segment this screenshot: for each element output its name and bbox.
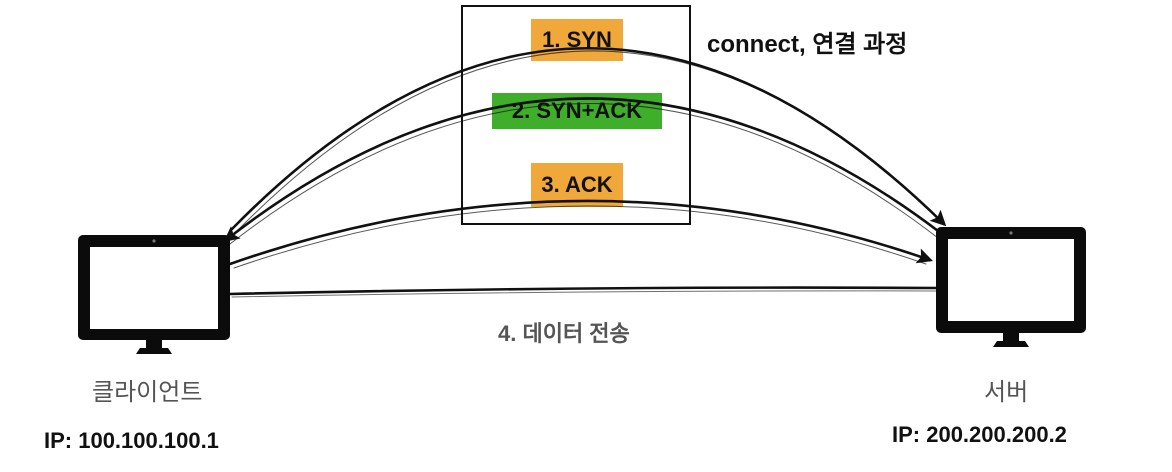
ack-label-bg — [531, 163, 623, 207]
server-ip: IP: 200.200.200.2 — [892, 422, 1067, 447]
syn-ack-label: 2. SYN+ACK — [511, 98, 643, 123]
ack-label: 3. ACK — [541, 172, 613, 197]
client-ip: IP: 100.100.100.1 — [44, 428, 219, 453]
syn-arrow — [230, 47, 947, 233]
server-monitor-icon — [936, 227, 1086, 347]
data-transfer-line — [228, 286, 942, 298]
syn-ack-arrow — [223, 97, 944, 245]
client-monitor-icon — [78, 235, 230, 354]
data-transfer-label: 4. 데이터 전송 — [498, 321, 630, 346]
client-name: 클라이언트 — [92, 379, 203, 406]
ack-arrow — [228, 199, 933, 269]
server-name: 서버 — [984, 379, 1029, 406]
syn-label: 1. SYN — [542, 27, 612, 52]
connect-process-title: connect, 연결 과정 — [707, 31, 908, 58]
